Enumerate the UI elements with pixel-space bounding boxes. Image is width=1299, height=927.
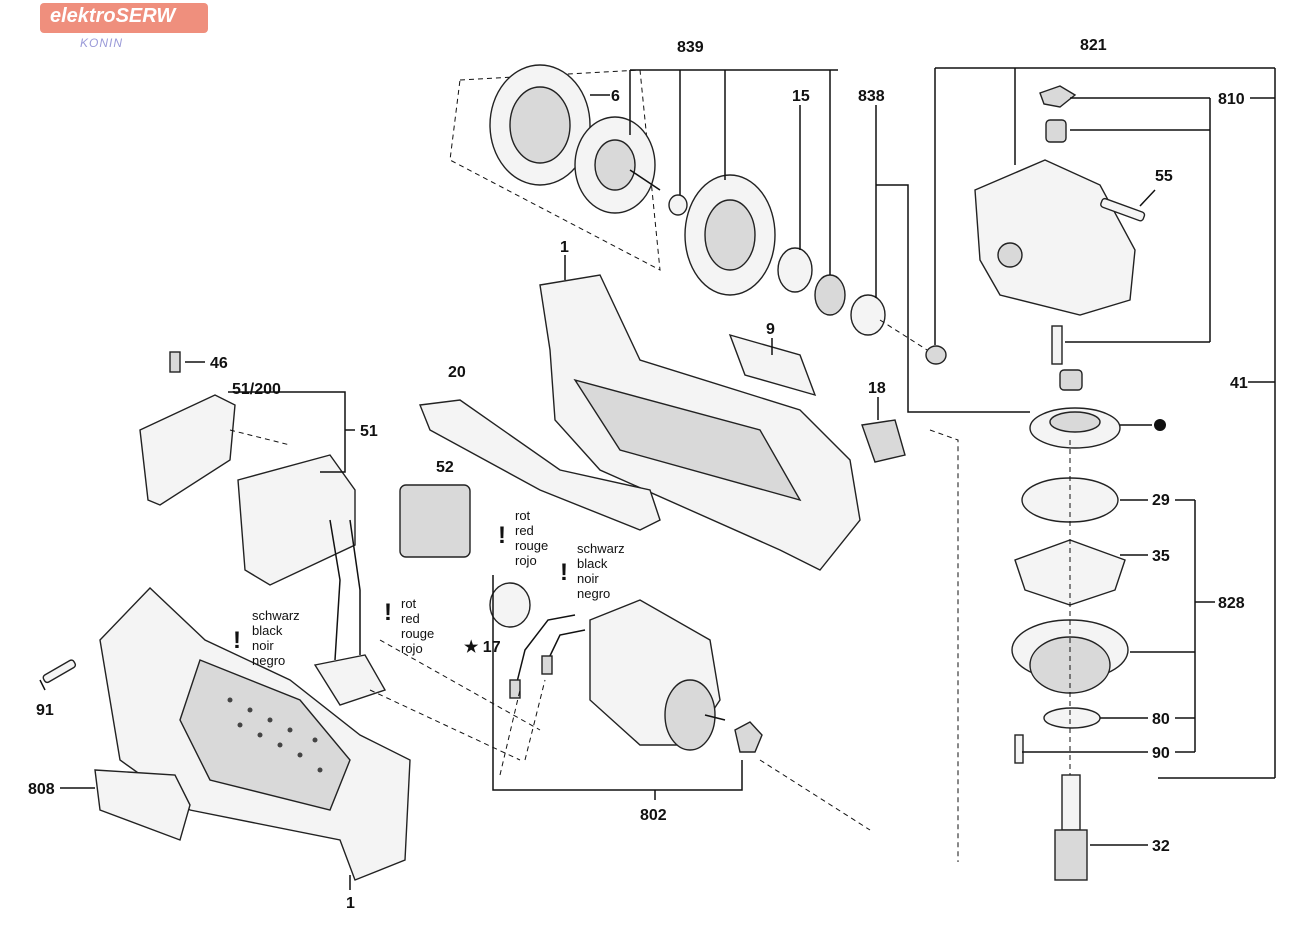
ref-90: 90 (1152, 745, 1170, 762)
spring-part (1045, 119, 1067, 143)
brand-city: KONIN (80, 36, 124, 50)
wire-label-negro: negro (252, 653, 285, 668)
wire-label-red: red (401, 611, 420, 626)
ref-810: 810 (1218, 91, 1245, 108)
ball-bearing-part (814, 274, 846, 316)
wire-label-rot: rot (515, 508, 531, 523)
warning-exclamation-icon: ! (233, 627, 241, 654)
ref-808: 808 (28, 781, 55, 798)
gear-head-housing-part (974, 159, 1136, 316)
wire-note-red-left: ! rot red rouge rojo (384, 596, 434, 656)
ref-1-top: 1 (560, 239, 569, 256)
gear-cover-group (449, 64, 1030, 413)
ref-838: 838 (858, 88, 885, 105)
brand-name: elektroSERW (50, 5, 176, 27)
wire-note-black-top: ! schwarz black noir negro (560, 541, 625, 601)
housing-screw-part (42, 659, 77, 684)
ref-828: 828 (1218, 595, 1245, 612)
washer-part (668, 194, 688, 216)
bullet-dot-icon (1154, 419, 1166, 431)
wire-label-rojo: rojo (515, 553, 537, 568)
wire-label-rojo: rojo (401, 641, 423, 656)
spindle-thread-part (1054, 829, 1088, 881)
ref-18: 18 (868, 380, 886, 397)
motor-group (489, 575, 871, 831)
switch-part (237, 454, 356, 586)
motor-bushing-part (489, 582, 531, 628)
warning-exclamation-icon: ! (560, 559, 568, 586)
ref-55: 55 (1155, 168, 1173, 185)
wire-label-schwarz: schwarz (577, 541, 625, 556)
felt-ring-part (1043, 707, 1101, 729)
ref-80: 80 (1152, 711, 1170, 728)
ref-52: 52 (436, 459, 454, 476)
wire-label-noir: noir (252, 638, 274, 653)
ref-6: 6 (611, 88, 620, 105)
spring-small-part (169, 351, 181, 373)
ref-839: 839 (677, 39, 704, 56)
handle-housing-group (39, 587, 411, 890)
reference-labels: 839 6 15 838 821 810 55 41 1 9 20 18 46 … (28, 37, 1248, 912)
ref-32: 32 (1152, 838, 1170, 855)
switch-slider-part (861, 419, 906, 463)
red-terminal-part (509, 679, 521, 699)
warning-exclamation-icon: ! (498, 522, 506, 549)
wire-label-black: black (252, 623, 283, 638)
motor-housing-group (419, 255, 959, 862)
ref-20: 20 (448, 364, 466, 381)
bushing-part (1059, 369, 1083, 391)
flange-screw-part (1014, 734, 1024, 764)
wire-label-red: red (515, 523, 534, 538)
ref-802: 802 (640, 807, 667, 824)
warning-exclamation-icon: ! (384, 599, 392, 626)
pinion-part (850, 294, 886, 336)
ref-17: ★ 17 (464, 639, 501, 656)
terminal-block-part (313, 654, 387, 706)
ref-821: 821 (1080, 37, 1107, 54)
wire-note-red-top: ! rot red rouge rojo (498, 508, 548, 568)
brand-logo (40, 3, 208, 33)
wire-label-rouge: rouge (401, 626, 434, 641)
ref-9: 9 (766, 321, 775, 338)
ref-15: 15 (792, 88, 810, 105)
switch-group (139, 351, 541, 761)
ref-51: 51 (360, 423, 378, 440)
ref-29: 29 (1152, 492, 1170, 509)
ref-91: 91 (36, 702, 54, 719)
ref-51-200: 51/200 (232, 381, 281, 398)
ref-35: 35 (1152, 548, 1170, 565)
needle-sleeve-part (925, 345, 947, 365)
black-terminal-part (541, 655, 553, 675)
rating-label-part (728, 333, 817, 397)
capacitor-block-part (399, 484, 471, 558)
wire-label-black: black (577, 556, 608, 571)
ring-part (777, 247, 813, 293)
ref-41: 41 (1230, 375, 1248, 392)
lock-pin-part (1051, 325, 1063, 365)
contact-plate-part (139, 394, 236, 506)
wire-label-noir: noir (577, 571, 599, 586)
screw-part (1100, 197, 1146, 222)
ref-46: 46 (210, 355, 228, 372)
button-cap-part (1039, 85, 1077, 108)
fan-part (734, 721, 763, 753)
wire-label-rouge: rouge (515, 538, 548, 553)
wire-label-negro: negro (577, 586, 610, 601)
wire-label-schwarz: schwarz (252, 608, 300, 623)
wire-note-black-left: ! schwarz black noir negro (233, 608, 300, 668)
gear-head-group (925, 67, 1276, 881)
ref-1-bottom: 1 (346, 895, 355, 912)
nameplate-part (94, 769, 191, 841)
wire-label-rot: rot (401, 596, 417, 611)
spindle-part (1061, 774, 1081, 831)
handle-strip-part (419, 399, 661, 531)
